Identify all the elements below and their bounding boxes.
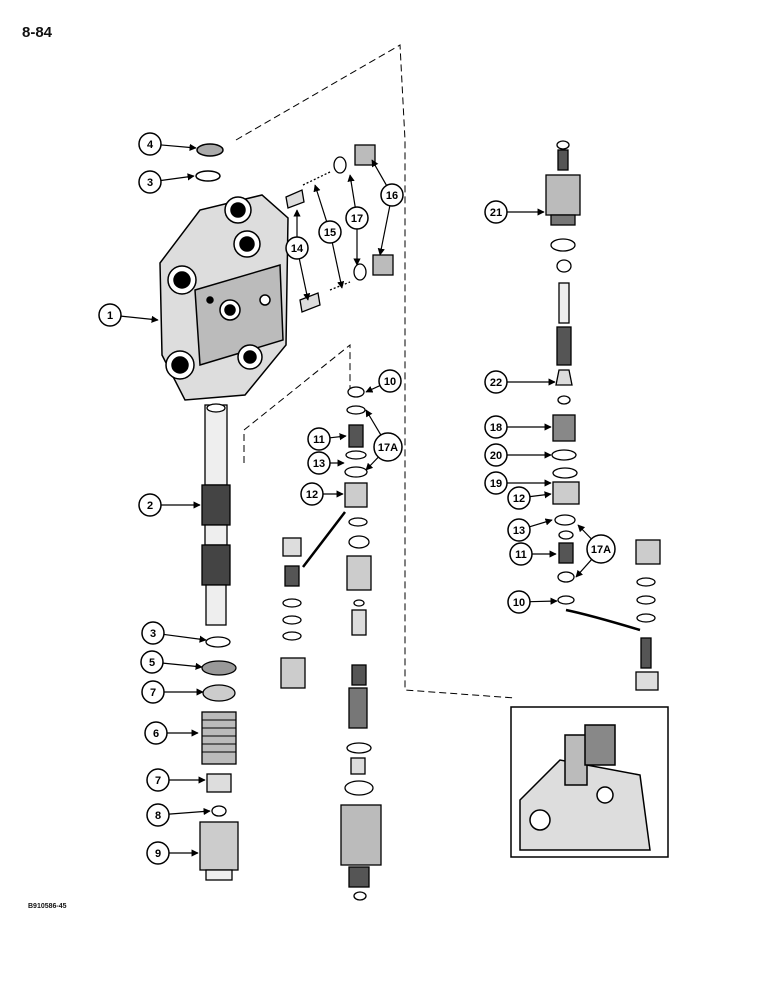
relief-valve-parts xyxy=(545,140,661,691)
callout-number: 16 xyxy=(386,190,398,202)
callout-circle xyxy=(380,183,404,207)
callout-circle xyxy=(373,432,403,462)
callout-number: 9 xyxy=(155,848,161,860)
callout-circle xyxy=(378,369,402,393)
callout-number: 1 xyxy=(107,310,113,322)
leader-line xyxy=(377,205,391,256)
callout-circle xyxy=(507,518,531,542)
callout-number: 5 xyxy=(149,657,155,669)
leader-line xyxy=(160,173,195,182)
callout-number: 18 xyxy=(490,422,502,434)
seal-parts xyxy=(195,143,224,182)
callout-number: 2 xyxy=(147,500,153,512)
callout-number: 14 xyxy=(291,243,304,255)
callout-circle xyxy=(509,542,533,566)
callout-circle xyxy=(484,415,508,439)
callout-circle xyxy=(307,451,331,475)
callout-circle xyxy=(146,803,170,827)
callout-number: 7 xyxy=(150,687,156,699)
callout-number: 13 xyxy=(513,525,525,537)
callout-circle xyxy=(484,471,508,495)
callout-circle xyxy=(98,303,122,327)
figure-code: B910586-45 xyxy=(28,903,67,910)
middle-valve-parts xyxy=(280,386,382,901)
callout-labels: 4 3 1 14 15 17 16 2 3 5 7 6 7 8 9 10 11 13 17A 12 21 22 18 20 19… xyxy=(98,132,616,865)
leader-line xyxy=(347,174,356,208)
callout-number: 10 xyxy=(384,376,396,388)
callout-number: 20 xyxy=(490,450,502,462)
callout-circle xyxy=(484,370,508,394)
leader-line xyxy=(371,159,388,186)
leader-line xyxy=(160,143,197,152)
leader-line xyxy=(529,491,552,499)
callout-number: 21 xyxy=(490,207,502,219)
leader-line xyxy=(120,315,159,323)
callout-number: 17A xyxy=(378,442,398,454)
page-number: 8-84 xyxy=(22,24,53,41)
callout-circle xyxy=(138,132,162,156)
callout-number: 22 xyxy=(490,377,502,389)
leader-line xyxy=(575,559,593,578)
callout-circle xyxy=(138,493,162,517)
callout-number: 3 xyxy=(147,177,153,189)
leader-line xyxy=(163,633,207,643)
callout-number: 12 xyxy=(306,489,318,501)
callout-number: 10 xyxy=(513,597,525,609)
callout-circle xyxy=(138,170,162,194)
callout-circle xyxy=(586,534,616,564)
callout-circle xyxy=(300,482,324,506)
callout-circle xyxy=(484,200,508,224)
callout-circle xyxy=(144,721,168,745)
callout-number: 17 xyxy=(351,213,363,225)
leader-line xyxy=(298,258,311,301)
valve-body xyxy=(159,194,289,401)
leader-line xyxy=(529,597,558,605)
callout-number: 3 xyxy=(150,628,156,640)
leader-line xyxy=(577,524,592,540)
callout-circle xyxy=(285,236,309,260)
leader-line xyxy=(365,456,379,471)
callout-circle xyxy=(146,841,170,865)
callout-circle xyxy=(307,427,331,451)
inset-view xyxy=(510,706,669,858)
leader-line xyxy=(313,184,328,222)
leader-line xyxy=(331,242,345,289)
callout-number: 12 xyxy=(513,493,525,505)
callout-circle xyxy=(318,220,342,244)
callout-circle xyxy=(484,443,508,467)
callout-circle xyxy=(146,768,170,792)
dashed-guide-lines xyxy=(235,44,516,699)
leader-line xyxy=(529,518,553,528)
callout-number: 19 xyxy=(490,478,502,490)
callout-circle xyxy=(141,621,165,645)
callout-number: 13 xyxy=(313,458,325,470)
relief-parts xyxy=(285,144,394,313)
callout-number: 11 xyxy=(515,549,527,561)
leader-line xyxy=(329,433,347,441)
callout-number: 7 xyxy=(155,775,161,787)
callout-number: 6 xyxy=(153,728,159,740)
callout-circle xyxy=(141,680,165,704)
callout-circle xyxy=(140,650,164,674)
leader-line xyxy=(365,409,382,436)
callout-number: 17A xyxy=(591,544,611,556)
callout-circle xyxy=(507,486,531,510)
leader-line xyxy=(162,662,203,670)
leader-line xyxy=(365,385,381,393)
callout-circle xyxy=(507,590,531,614)
callout-number: 11 xyxy=(313,434,325,446)
callout-number: 8 xyxy=(155,810,161,822)
spool-assembly xyxy=(199,403,239,881)
leader-line xyxy=(168,807,211,816)
callout-number: 4 xyxy=(147,139,154,151)
callout-number: 15 xyxy=(324,227,336,239)
callout-circle xyxy=(345,206,369,230)
